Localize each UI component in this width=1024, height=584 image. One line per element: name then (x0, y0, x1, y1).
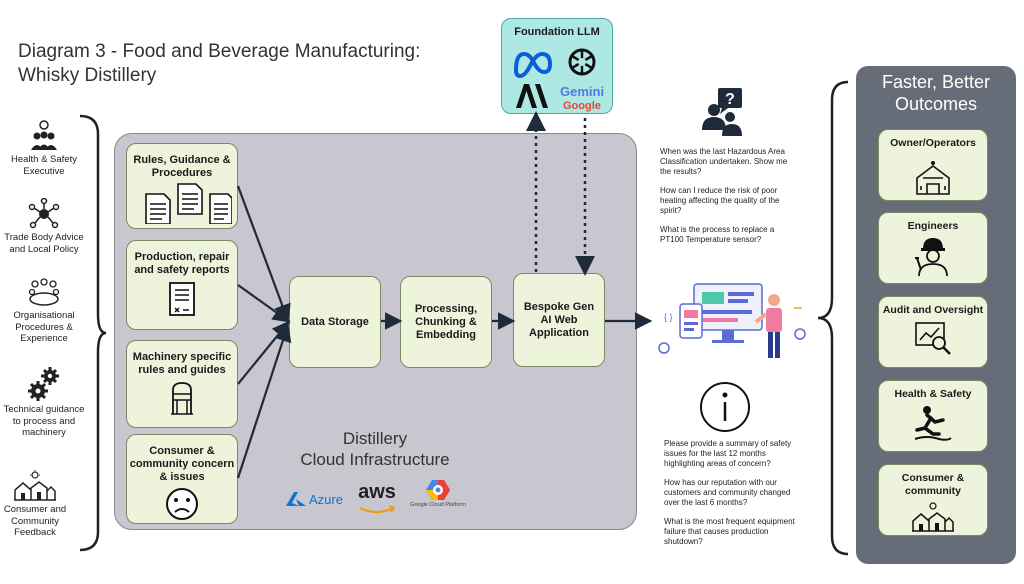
outcome-audit-oversight: Audit and Oversight (878, 296, 988, 368)
question-item: When was the last Hazardous Area Classif… (660, 147, 788, 176)
team-circle-icon (28, 278, 60, 306)
anthropic-logo (516, 84, 548, 108)
title-line-1: Diagram 3 - Food and Beverage Manufactur… (18, 41, 421, 62)
data-storage-box: Data Storage (289, 276, 381, 368)
slip-hazard-icon (914, 406, 952, 441)
processing-box: Processing, Chunking & Embedding (400, 276, 492, 368)
info-icon (700, 382, 750, 432)
network-icon (28, 198, 60, 229)
source-label: Consumer & community concern & issues (129, 445, 235, 483)
outcomes-title-line1: Faster, Better (881, 72, 991, 92)
meta-logo (513, 51, 553, 79)
azure-text: Azure (309, 491, 343, 507)
outcome-owner-operators: Owner/Operators (878, 129, 988, 201)
question-item: How has our reputation with our customer… (664, 478, 791, 507)
outcome-label: Engineers (907, 220, 959, 232)
input-consumer-feedback: Consumer and Community Feedback (0, 470, 76, 539)
web-app-illustration: { } (658, 283, 806, 358)
source-label: Production, repair and safety reports (134, 251, 230, 276)
cloud-label: Distillery Cloud Infrastructure (282, 428, 468, 470)
outcome-label: Owner/Operators (890, 137, 976, 149)
openai-logo (568, 48, 596, 76)
google-text: Google (563, 100, 601, 112)
user-question-icon: ? (702, 88, 742, 136)
engineer-icon (915, 238, 948, 276)
title-line-2: Whisky Distillery (18, 65, 157, 86)
magnifier-chart-icon (915, 322, 951, 355)
azure-logo: Azure (285, 488, 343, 510)
outcomes-title-line2: Outcomes (894, 94, 978, 114)
gen-ai-app-box: Bespoke Gen AI Web Application (513, 273, 605, 367)
outcome-consumer-community: Consumer & community (878, 464, 988, 536)
question-item: How can I reduce the risk of poor heatin… (660, 186, 780, 215)
documents-icon (145, 183, 232, 224)
svg-text:?: ? (725, 91, 735, 108)
input-technical-guidance: Technical guidance to process and machin… (2, 366, 86, 439)
llm-title: Foundation LLM (514, 26, 600, 38)
input-organisational: Organisational Procedures & Experience (2, 278, 86, 345)
svg-text:{ }: { } (664, 312, 673, 322)
source-label: Rules, Guidance & Procedures (133, 154, 231, 179)
outcome-health-safety: Health & Safety (878, 380, 988, 452)
source-consumer-concern: Consumer & community concern & issues (126, 434, 238, 524)
cloud-label-line2: Cloud Infrastructure (300, 450, 450, 469)
processing-label: Processing, Chunking & Embedding (414, 302, 478, 341)
building-icon (916, 161, 950, 195)
outcomes-title: Faster, Better Outcomes (856, 71, 1016, 115)
source-machinery-guides: Machinery specific rules and guides (126, 340, 238, 428)
aws-smile-icon (359, 505, 396, 514)
input-label: Technical guidance to process and machin… (3, 404, 85, 438)
gears-icon (28, 367, 59, 401)
outcome-label: Health & Safety (894, 388, 972, 400)
houses-icon (14, 470, 56, 501)
report-icon (169, 282, 195, 316)
gcp-icon (426, 480, 450, 500)
machine-icon (171, 382, 193, 415)
gemini-logo: Gemini Google (560, 84, 604, 112)
left-bracket (79, 114, 107, 552)
gcp-logo: Google Cloud Platform (405, 478, 471, 508)
cloud-label-line1: Distillery (342, 429, 408, 448)
questions-top: When was the last Hazardous Area Classif… (660, 147, 800, 254)
outcome-engineers: Engineers (878, 212, 988, 284)
foundation-llm-box: Foundation LLM Gemini Google (501, 18, 613, 114)
sad-face-icon (166, 488, 198, 520)
question-item: What is the most frequent equipment fail… (664, 517, 795, 546)
input-label: Consumer and Community Feedback (3, 504, 67, 538)
gemini-text: Gemini (560, 84, 604, 99)
input-health-safety-executive: Health & Safety Executive (2, 120, 86, 177)
aws-logo: aws (356, 482, 398, 520)
source-rules-guidance: Rules, Guidance & Procedures (126, 143, 238, 229)
question-item: Please provide a summary of safety issue… (664, 439, 792, 468)
question-item: What is the process to replace a PT100 T… (660, 225, 775, 244)
houses-icon (912, 502, 954, 532)
source-production-reports: Production, repair and safety reports (126, 240, 238, 330)
arrow-reports-to-storage (237, 284, 291, 323)
input-label: Health & Safety Executive (10, 154, 77, 177)
outcome-label: Consumer & community (901, 472, 965, 497)
outcome-label: Audit and Oversight (882, 304, 984, 316)
input-label: Organisational Procedures & Experience (13, 310, 75, 344)
input-trade-body: Trade Body Advice and Local Policy (2, 198, 86, 255)
people-group-icon (31, 120, 57, 150)
gen-ai-app-label: Bespoke Gen AI Web Application (523, 300, 595, 339)
arrow-consumer-to-storage (236, 323, 292, 479)
input-label: Trade Body Advice and Local Policy (4, 232, 84, 255)
gcp-text: Google Cloud Platform (410, 502, 466, 508)
llm-logos: Gemini Google (513, 48, 604, 112)
diagram-title: Diagram 3 - Food and Beverage Manufactur… (18, 40, 420, 88)
questions-bottom: Please provide a summary of safety issue… (664, 439, 804, 556)
source-label: Machinery specific rules and guides (132, 351, 232, 376)
data-storage-label: Data Storage (301, 315, 369, 328)
azure-icon (286, 492, 306, 506)
aws-text: aws (358, 481, 396, 503)
arrow-rules-to-storage (236, 185, 291, 323)
right-bracket (817, 80, 849, 556)
